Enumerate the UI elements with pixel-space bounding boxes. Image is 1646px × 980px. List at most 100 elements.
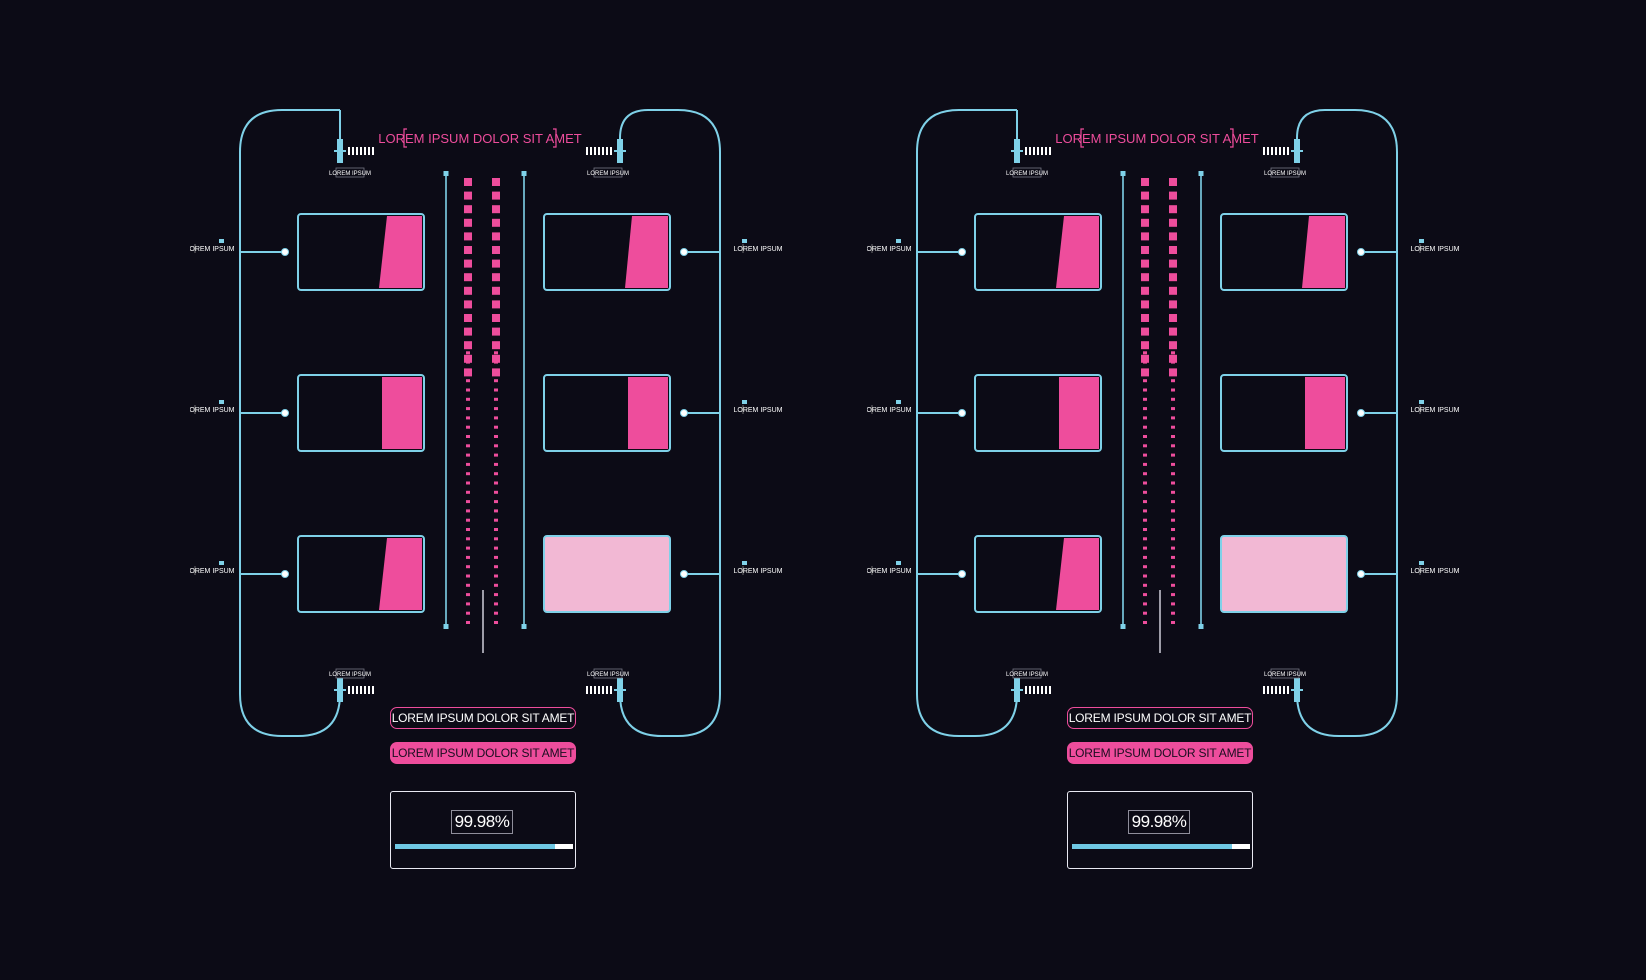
- ruler-tick: [1279, 686, 1281, 694]
- card-left-1[interactable]: [974, 213, 1102, 291]
- card-left-3[interactable]: [297, 535, 425, 613]
- level-dot: [1171, 611, 1175, 615]
- side-label: LOREM IPSUM: [867, 407, 912, 414]
- level-dot: [1171, 481, 1175, 485]
- level-block: [1141, 300, 1149, 309]
- level-dot: [1143, 360, 1147, 364]
- progress-percent: 99.98%: [1128, 810, 1190, 834]
- level-block: [492, 191, 500, 200]
- connector-dot: [958, 570, 966, 578]
- hud-panel-right: LOREM IPSUM LOREM IPSUM LOREM IPSUM LOREM I…: [867, 0, 1547, 980]
- corner-label: LOREM IPSUM: [1006, 171, 1048, 177]
- level-dot: [1171, 509, 1175, 513]
- ruler-tick: [1267, 686, 1269, 694]
- ruler-tick: [602, 686, 604, 694]
- corner-label-box: [335, 668, 365, 679]
- ruler-tick: [1267, 147, 1269, 155]
- ruler-tick: [1271, 686, 1273, 694]
- progress-bar-tip: [554, 844, 573, 849]
- outline-button[interactable]: LOREM IPSUM DOLOR SIT AMET: [1067, 707, 1253, 729]
- level-dot: [466, 481, 470, 485]
- card-right-3[interactable]: [1220, 535, 1348, 613]
- ruler-tick: [1049, 686, 1051, 694]
- level-dot: [494, 407, 498, 411]
- card-right-1[interactable]: [543, 213, 671, 291]
- level-dot: [466, 555, 470, 559]
- level-block: [1169, 259, 1177, 268]
- level-block: [492, 178, 500, 186]
- level-block: [1141, 218, 1149, 227]
- level-dot: [1171, 388, 1175, 392]
- side-label: LOREM IPSUM: [867, 568, 912, 575]
- level-block: [1169, 327, 1177, 336]
- ruler-tick: [598, 147, 600, 155]
- card-fill: [379, 538, 422, 610]
- level-dot: [466, 407, 470, 411]
- ruler-tick: [368, 686, 370, 694]
- card-right-2[interactable]: [1220, 374, 1348, 452]
- card-left-1[interactable]: [297, 213, 425, 291]
- filled-button[interactable]: LOREM IPSUM DOLOR SIT AMET: [390, 742, 576, 764]
- level-block: [1169, 218, 1177, 227]
- ruler-tick: [368, 147, 370, 155]
- level-dot: [1143, 388, 1147, 392]
- connector-dot: [680, 409, 688, 417]
- ruler-tick: [606, 686, 608, 694]
- level-block: [1169, 191, 1177, 200]
- level-dot: [494, 369, 498, 373]
- corner-label: LOREM IPSUM: [1006, 672, 1048, 678]
- header-bracket-left: [403, 128, 407, 148]
- level-dot: [466, 425, 470, 429]
- level-dot: [466, 490, 470, 494]
- side-label: LOREM IPSUM: [1410, 568, 1459, 575]
- ruler-tick: [1271, 147, 1273, 155]
- card-fill: [628, 377, 668, 449]
- level-dot: [466, 621, 470, 624]
- card-left-2[interactable]: [974, 374, 1102, 452]
- outline-button[interactable]: LOREM IPSUM DOLOR SIT AMET: [390, 707, 576, 729]
- rail-cap: [1120, 624, 1126, 629]
- level-block: [492, 300, 500, 309]
- level-dot: [466, 574, 470, 578]
- card-fill: [625, 216, 668, 288]
- connector-dot: [680, 248, 688, 256]
- card-left-2[interactable]: [297, 374, 425, 452]
- level-dot: [1171, 407, 1175, 411]
- level-block: [1169, 354, 1177, 363]
- level-block: [1169, 205, 1177, 214]
- filled-button[interactable]: LOREM IPSUM DOLOR SIT AMET: [1067, 742, 1253, 764]
- card-left-3[interactable]: [974, 535, 1102, 613]
- level-block: [464, 191, 472, 200]
- ruler-tick: [1029, 686, 1031, 694]
- level-dot: [1171, 574, 1175, 578]
- level-dot: [1143, 593, 1147, 597]
- level-block: [1141, 354, 1149, 363]
- card-fill: [1059, 377, 1099, 449]
- side-label: LOREM IPSUM: [867, 246, 912, 253]
- level-block: [464, 232, 472, 241]
- ruler-tick: [352, 686, 354, 694]
- level-block: [1169, 178, 1177, 186]
- ruler-tick: [1041, 147, 1043, 155]
- side-label: LOREM IPSUM: [733, 568, 782, 575]
- card-right-2[interactable]: [543, 374, 671, 452]
- level-block: [464, 327, 472, 336]
- connector-dot: [281, 570, 289, 578]
- level-dot: [466, 444, 470, 448]
- level-dot: [1171, 435, 1175, 438]
- frame-left-loop: [239, 109, 341, 737]
- level-block: [492, 314, 500, 322]
- ruler-tick: [356, 686, 358, 694]
- level-block: [1141, 232, 1149, 241]
- ruler-tick: [360, 686, 362, 694]
- card-right-1[interactable]: [1220, 213, 1348, 291]
- progress-bar: [1072, 844, 1250, 849]
- ruler-tick: [590, 686, 592, 694]
- card-right-3[interactable]: [543, 535, 671, 613]
- level-dot: [466, 602, 470, 606]
- progress-widget: 99.98%: [390, 791, 576, 869]
- level-dot: [1143, 611, 1147, 615]
- card-fill: [379, 216, 422, 288]
- level-dot: [466, 528, 470, 531]
- level-dot: [494, 574, 498, 578]
